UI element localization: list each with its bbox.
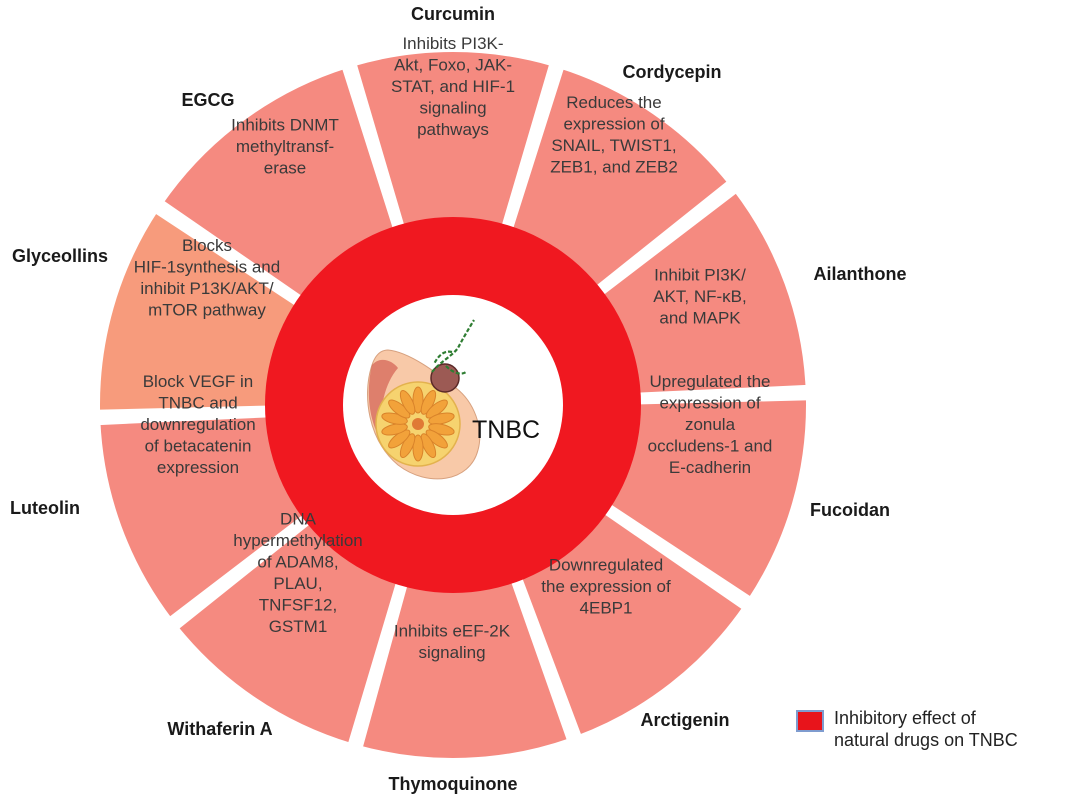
- segment-effect-line: Inhibit PI3K/: [654, 266, 746, 285]
- segment-effect-text: Inhibit PI3K/AKT, NF-κB, and MAPK: [653, 266, 747, 328]
- segment-effect-text: Inhibits PI3K- Akt, Foxo, JAK- STAT, and H…: [391, 34, 515, 139]
- segment-effect-line: Block VEGF in: [143, 372, 254, 391]
- segment-effect-line: Inhibits PI3K-: [402, 34, 503, 53]
- segment-effect-line: hypermethylation: [233, 531, 362, 550]
- lobule-petal: [425, 399, 448, 419]
- segment-effect-line: HIF-1synthesis and: [134, 257, 280, 276]
- lobule-petal: [420, 433, 437, 459]
- lobule-petal: [399, 433, 416, 459]
- segment-effect-text: DNA hypermethylation of ADAM8, PLAU, TNFSF12…: [233, 509, 362, 636]
- segment-effect-text: Reduces the expression of SNAIL, TWIST1, ZE…: [550, 93, 678, 177]
- drug-label: Arctigenin: [640, 710, 729, 730]
- drug-label: Withaferin A: [167, 719, 272, 739]
- drug-label: Ailanthone: [814, 264, 907, 284]
- mammary-lobules: [381, 386, 455, 462]
- legend-swatch: [796, 710, 824, 732]
- segment-effect-line: expression of: [563, 114, 664, 133]
- lobule-petal: [412, 434, 424, 462]
- segment-effect-text: Inhibits eEF-2K signaling: [394, 621, 511, 662]
- lobule-petal: [428, 412, 455, 425]
- nipple: [412, 418, 424, 430]
- segment-effect-line: zonula: [685, 415, 736, 434]
- lobule-petal: [412, 386, 424, 414]
- legend-label-line-1: Inhibitory effect of: [834, 708, 976, 728]
- segment-effect-text: Inhibits DNMT methyltransf-erase: [231, 116, 339, 178]
- segment-effect-line: E-cadherin: [669, 458, 751, 477]
- segment-effect-line: Akt, Foxo, JAK-: [394, 56, 512, 75]
- segment-effect-line: downregulation: [140, 415, 255, 434]
- segment-effect-line: TNBC and: [158, 394, 237, 413]
- drug-label: EGCG: [181, 90, 234, 110]
- drug-label: Cordycepin: [622, 62, 721, 82]
- segment-effect-line: occludens-1 and: [648, 437, 773, 456]
- lymph-vessel: [431, 319, 475, 375]
- segment-effect-line: STAT, and HIF-1: [391, 77, 515, 96]
- breast-tumor-illustration: [367, 319, 481, 480]
- segment-effect-line: and MAPK: [659, 309, 741, 328]
- segment-effect-line: Blocks: [182, 236, 232, 255]
- segment-effect-text: Block VEGF in TNBC and downregulation of be…: [140, 372, 255, 477]
- segment-effect-line: of ADAM8,: [257, 552, 338, 571]
- lobule-petal: [420, 389, 437, 415]
- segment-effect-line: pathways: [417, 120, 489, 139]
- lobule-petal: [381, 423, 408, 436]
- segment-effect-line: PLAU,: [273, 574, 322, 593]
- segment-effect-line: GSTM1: [269, 617, 328, 636]
- segment-effect-line: Inhibits eEF-2K: [394, 621, 511, 640]
- segment-effect-line: expression of: [659, 394, 760, 413]
- segment-effect-line: mTOR pathway: [148, 300, 266, 319]
- lobule-petal: [388, 429, 411, 449]
- segment-effect-line: the expression of: [541, 577, 671, 596]
- segment-effect-line: of betacatenin: [145, 437, 252, 456]
- drug-label: Glyceollins: [12, 246, 108, 266]
- segment-effect-line: methyltransf-: [236, 137, 334, 156]
- lobule-petal: [388, 399, 411, 419]
- segment-effect-line: signaling: [418, 643, 485, 662]
- segment-effect-line: SNAIL, TWIST1,: [551, 136, 676, 155]
- legend-label: Inhibitory effect of natural drugs on TN…: [834, 707, 1065, 751]
- drug-label: Luteolin: [10, 498, 80, 518]
- segment-effect-line: Inhibits DNMT: [231, 116, 339, 135]
- segment-effect-line: Downregulated: [549, 556, 663, 575]
- legend-label-line-2: natural drugs on TNBC: [834, 730, 1018, 750]
- segment-effect-line: DNA: [280, 509, 317, 528]
- labels-layer: Inhibits PI3K- Akt, Foxo, JAK- STAT, and H…: [10, 4, 907, 794]
- segment-effect-text: Upregulated the expression of zonula occlud…: [648, 372, 773, 477]
- legend: Inhibitory effect of natural drugs on TN…: [796, 707, 1065, 751]
- segment-effect-line: expression: [157, 458, 239, 477]
- segment-effect-line: erase: [264, 159, 307, 178]
- segment-effect-line: TNFSF12,: [259, 595, 337, 614]
- segment-effect-text: Downregulated the expression of 4EBP1: [541, 556, 671, 618]
- center-label-tnbc: TNBC: [472, 416, 540, 444]
- drug-label: Fucoidan: [810, 500, 890, 520]
- segment-effect-line: 4EBP1: [580, 599, 633, 618]
- segment-effect-line: AKT, NF-κB,: [653, 287, 747, 306]
- segment-effect-line: ZEB1, and ZEB2: [550, 157, 678, 176]
- drug-label: Curcumin: [411, 4, 495, 24]
- segment-effect-line: Reduces the: [566, 93, 661, 112]
- segment-effect-line: signaling: [419, 99, 486, 118]
- lobule-petal: [399, 389, 416, 415]
- segment-effect-line: inhibit P13K/AKT/: [140, 279, 274, 298]
- drug-label: Thymoquinone: [389, 774, 518, 794]
- tumor-mass: [430, 363, 460, 393]
- lobule-petal: [425, 429, 448, 449]
- segment-effect-line: Upregulated the: [650, 372, 771, 391]
